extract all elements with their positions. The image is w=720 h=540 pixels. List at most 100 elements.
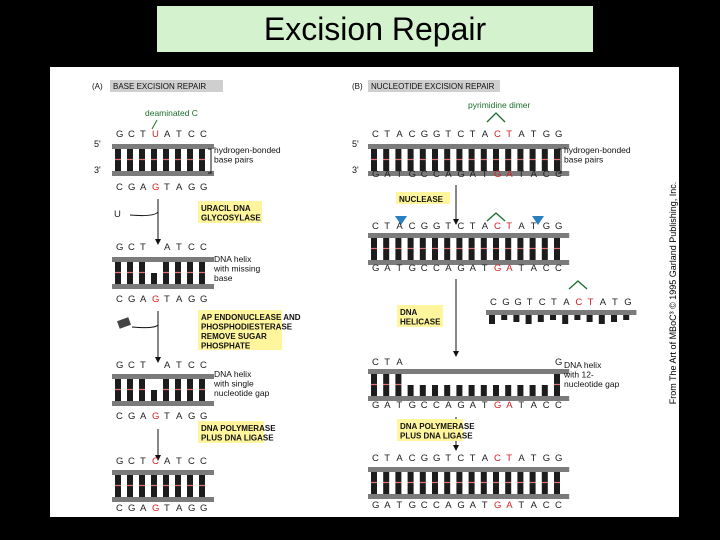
panel-b-bottom-seq-2: A <box>506 263 513 274</box>
panel-a-bottom-seq-4: G <box>188 503 195 514</box>
panel-b-helix-3 <box>368 369 570 401</box>
panel-a-helix-3-base-top <box>175 379 181 389</box>
panel-b-helix-2-base-bottom <box>541 249 548 260</box>
excised-oligo-base <box>574 315 581 320</box>
panel-b-state3-label: with 12- <box>563 370 594 380</box>
panel-b-bottom-seq-2: C <box>543 263 550 274</box>
panel-b-gap-seq-left: A <box>396 357 403 368</box>
panel-b-bottom-seq-3: G <box>494 400 501 411</box>
panel-b-bottom-seq-4: A <box>470 500 477 511</box>
panel-b-helix-1-base-top <box>444 149 451 159</box>
panel-a-helix-3-base-top <box>127 379 133 389</box>
excised-oligo-base <box>525 315 532 324</box>
excised-oligo-base <box>501 315 508 320</box>
panel-b-helix-1-base-top <box>541 149 548 159</box>
panel-a-helix-4-base-bottom <box>187 486 193 497</box>
panel-a-top-seq-4: C <box>188 456 195 467</box>
panel-b-arrow-2-head <box>453 351 459 357</box>
panel-a-bottom-seq-3: G <box>188 411 195 422</box>
panel-b-top-seq: C <box>494 129 501 140</box>
panel-b-top-seq: G <box>421 129 428 140</box>
panel-b-bottom-seq: G <box>457 169 464 180</box>
deaminated-pointer <box>151 119 158 130</box>
panel-b-helix-4-base-top <box>371 472 377 482</box>
panel-b-helix-4-base-top <box>480 472 487 482</box>
panel-b-helix-4-base-top <box>517 472 524 482</box>
panel-b-bottom-seq-4: G <box>409 500 416 511</box>
panel-b-helix-1-base-bottom <box>493 160 499 171</box>
panel-a-helix-3-base-top <box>139 379 145 389</box>
panel-b-helix-4-base-bottom <box>505 483 512 494</box>
panel-b-top-seq: C <box>457 129 464 140</box>
panel-a-helix-1-base-bottom <box>175 160 181 171</box>
excised-oligo-seq: C <box>575 297 582 308</box>
panel-a-helix-3-base-top <box>115 379 121 389</box>
panel-b-helix-3-base-bottom <box>493 385 499 396</box>
panel-a-bottom-seq-2: A <box>176 294 183 305</box>
panel-b-helix-2-top-backbone <box>368 233 570 238</box>
panel-b-top-seq-2: C <box>409 221 416 232</box>
panel-b-top-seq-2: G <box>433 221 440 232</box>
panel-a-helix-1-base-bottom <box>139 160 145 171</box>
panel-b-helix-4-top-backbone <box>368 467 570 472</box>
panel-a-helix-4-base-top <box>187 475 193 485</box>
panel-b-helix-4-base-bottom <box>517 483 524 494</box>
excised-oligo-seq: G <box>502 297 509 308</box>
panel-b-helix-2-base-bottom <box>480 249 487 260</box>
state3-label: DNA helix <box>214 369 252 379</box>
panel-b-helix-1-base-top <box>456 149 463 159</box>
panel-a-helix-2-base-top <box>163 262 169 272</box>
panel-a-top-seq-2: C <box>200 242 207 253</box>
panel-b-helix-4-base-top <box>444 472 451 482</box>
panel-a-helix-1-base-bottom <box>187 160 193 171</box>
panel-a-top-seq-3: C <box>188 360 195 371</box>
panel-b-helix-4-base-top <box>395 472 402 482</box>
panel-b-top-seq: T <box>470 129 476 140</box>
panel-a-helix-1-base-top <box>115 149 121 159</box>
panel-b-bottom-seq-4: A <box>384 500 391 511</box>
panel-b-top-seq: A <box>482 129 489 140</box>
panel-a-helix-3-base-top <box>199 379 205 389</box>
panel-b-arrow-1-head <box>453 219 459 225</box>
panel-b-bottom-seq-2: T <box>518 263 524 274</box>
panel-a-bottom-seq-3: G <box>128 411 135 422</box>
panel-b-helix-4-base-top <box>505 472 512 482</box>
panel-b-top-seq-2: A <box>482 221 489 232</box>
panel-b-bottom-seq-3: G <box>457 400 464 411</box>
panel-b-hbond-label: hydrogen-bonded <box>564 145 631 155</box>
panel-a-helix-4-base-top <box>127 475 133 485</box>
panel-b-bottom-seq-2: A <box>531 263 538 274</box>
panel-b-top-seq-4: G <box>433 453 440 464</box>
panel-b-helix-2-base-top <box>529 238 536 248</box>
panel-a-helix-1-base-top <box>139 149 145 159</box>
panel-a-helix-1-base-top <box>187 149 193 159</box>
panel-a-helix-4-base-bottom <box>163 486 169 497</box>
panel-b-gap-seq-left: C <box>372 357 379 368</box>
panel-a-step2-text: REMOVE SUGAR <box>201 332 267 341</box>
excised-oligo-seq: G <box>514 297 521 308</box>
panel-a-arrow-1-head <box>155 239 161 245</box>
panel-b-hbond-label: base pairs <box>564 155 603 165</box>
panel-a-helix-4-base-top <box>175 475 181 485</box>
panel-a-bottom-seq: A <box>140 182 147 193</box>
panel-b-bottom-seq-4: G <box>372 500 379 511</box>
panel-b-top-seq: C <box>372 129 379 140</box>
panel-a-top-seq-3: A <box>164 360 171 371</box>
panel-b-bottom-seq: C <box>421 169 428 180</box>
panel-b-helix-2-base-top <box>541 238 548 248</box>
hbond-label: base pairs <box>214 155 253 165</box>
panel-b-bottom-seq-2: G <box>457 263 464 274</box>
panel-b-top-seq-2: T <box>384 221 390 232</box>
panel-a-top-seq: C <box>200 129 207 140</box>
panel-a-bottom-seq: C <box>116 182 123 193</box>
panel-b-helix-4 <box>368 467 570 499</box>
hbond-label: hydrogen-bonded <box>214 145 281 155</box>
panel-a-helix-3-base-bottom <box>187 390 193 401</box>
excised-oligo-base <box>550 315 556 320</box>
panel-b-bottom-seq-4: G <box>494 500 501 511</box>
panel-a-bottom-seq-4: A <box>140 503 147 514</box>
panel-b-top-seq: A <box>518 129 525 140</box>
panel-b-helix-1-base-top <box>529 149 536 159</box>
panel-b-helix-1-base-top <box>480 149 487 159</box>
panel-b-helix-3-base-bottom <box>395 385 402 396</box>
